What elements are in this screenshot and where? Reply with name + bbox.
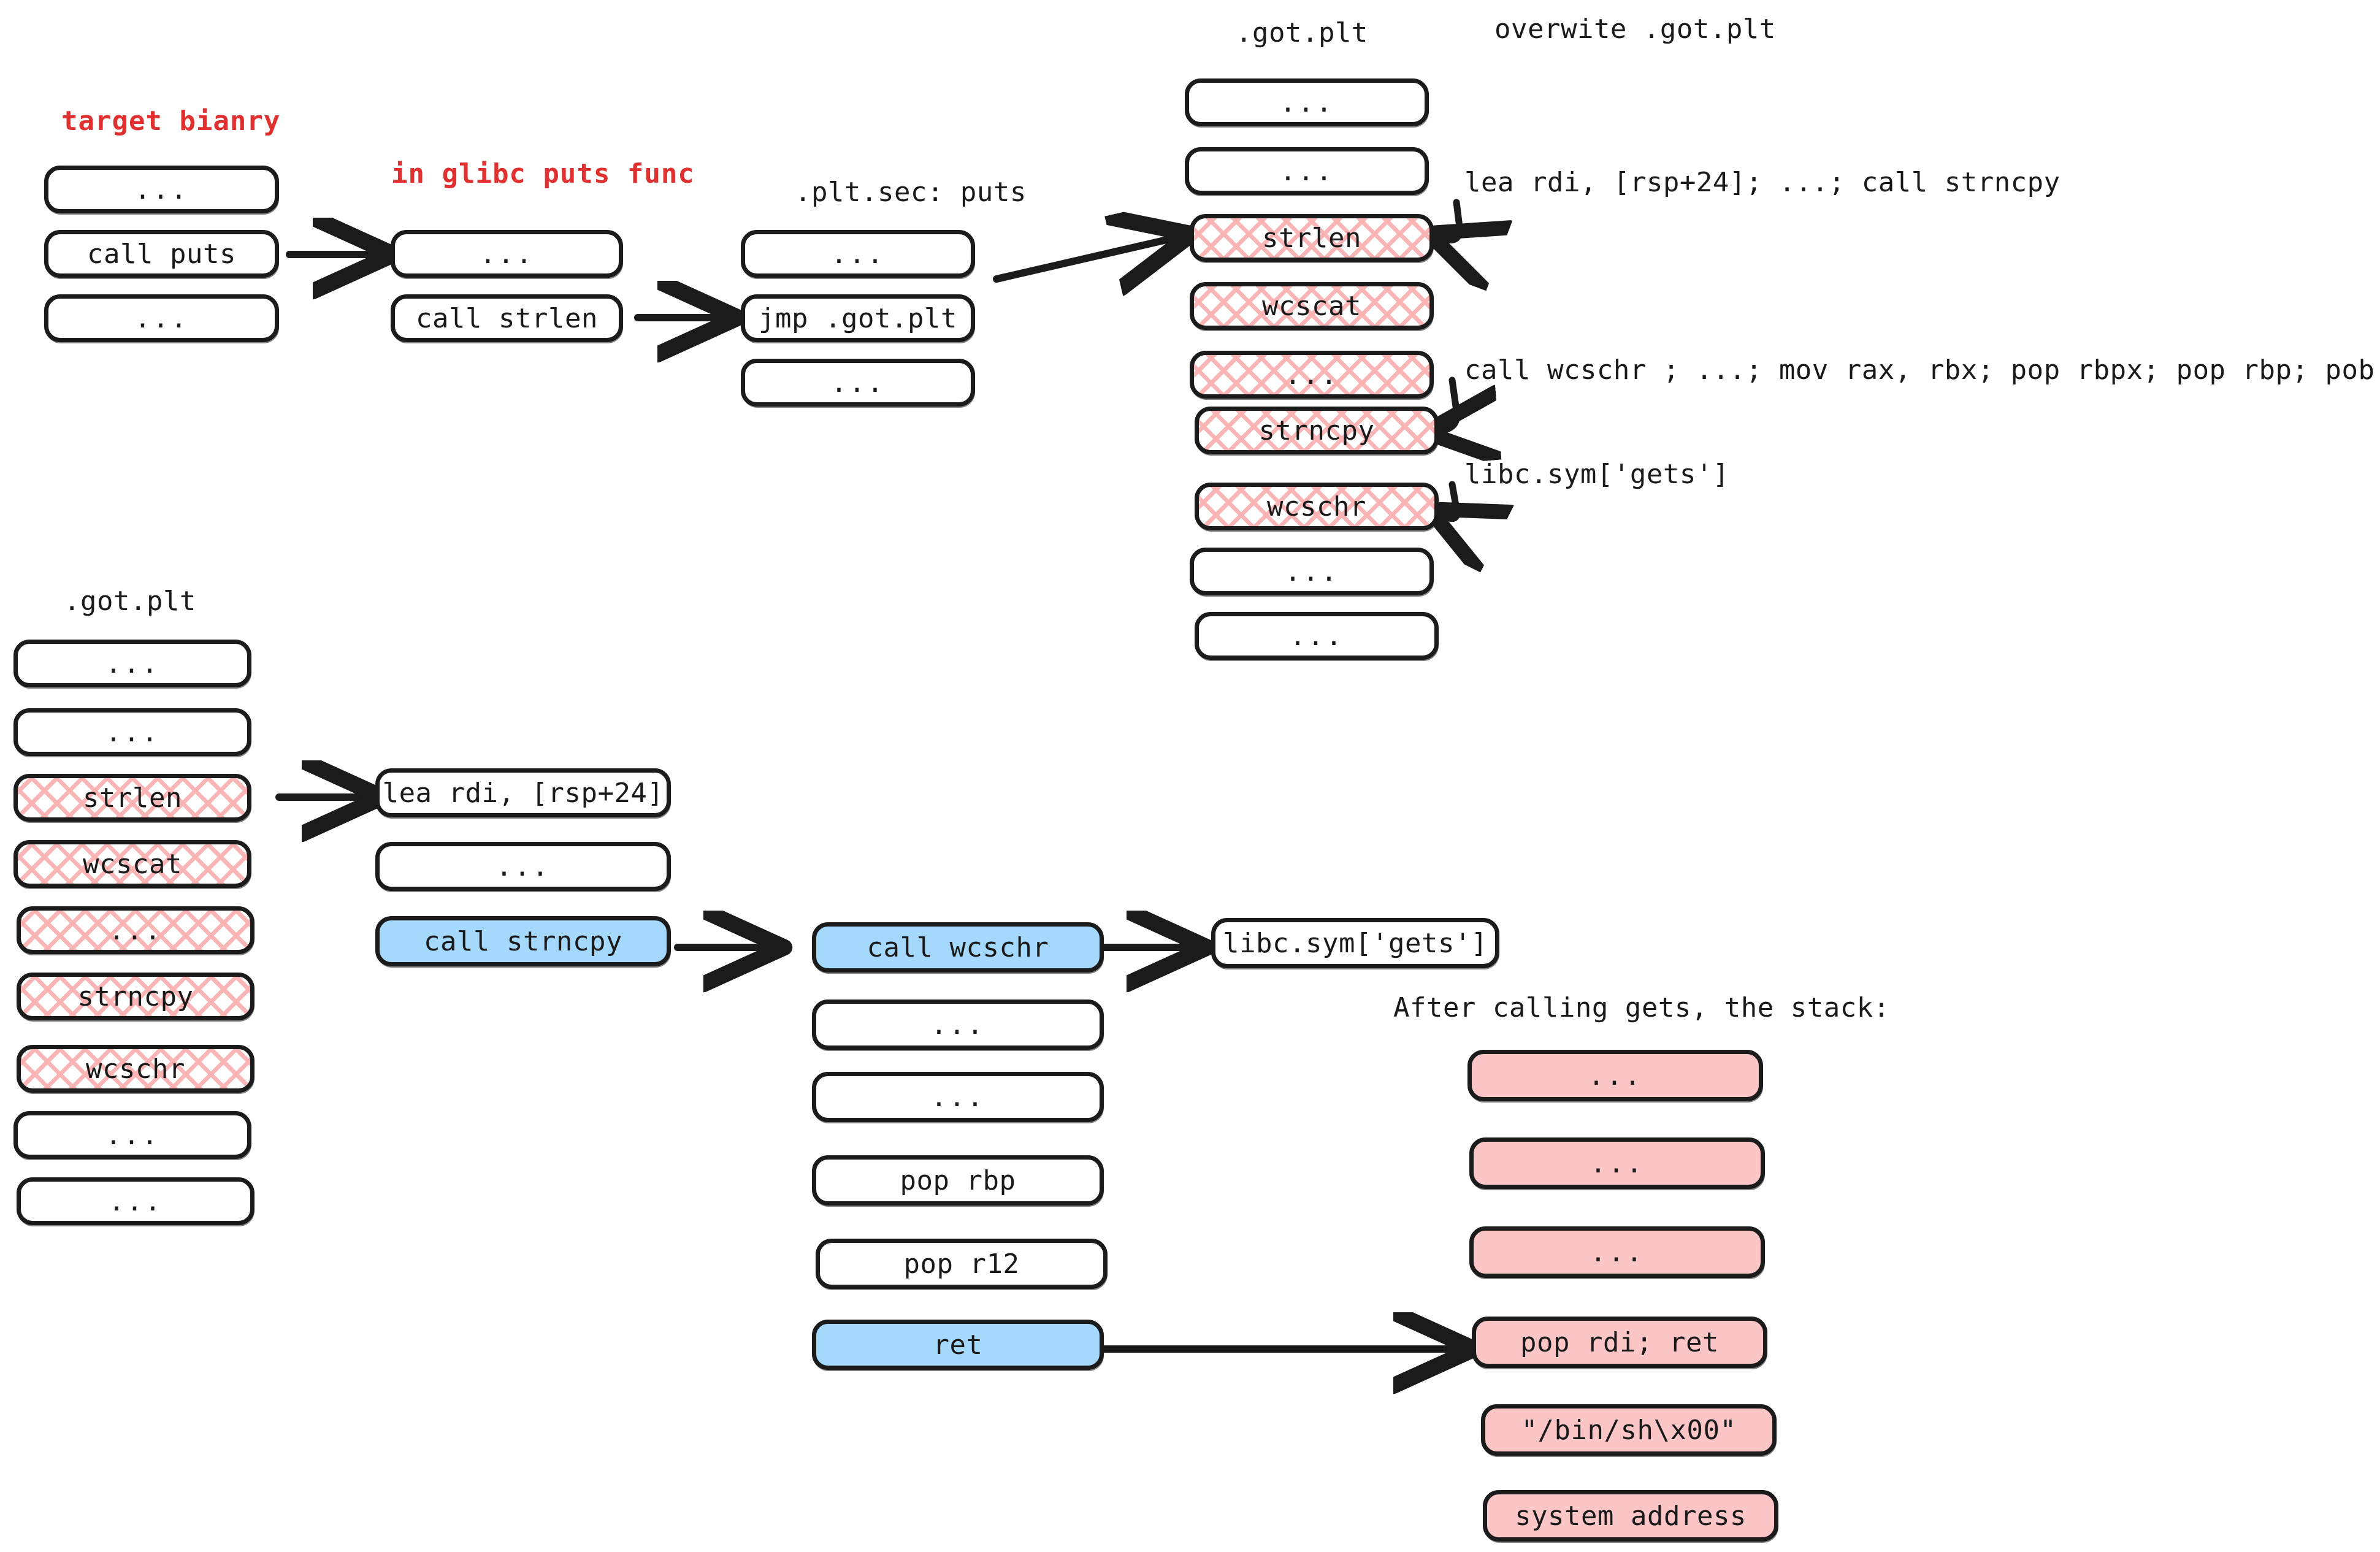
got-plt-top-row-ellipsis[interactable]: ... [1190,351,1434,399]
stack-row-1[interactable]: ... [1469,1137,1765,1189]
row-text: ... [105,648,160,679]
got-plt-bottom-row-8[interactable]: ... [17,1177,254,1225]
got-plt-bottom-row-0[interactable]: ... [13,640,251,687]
strncpy-gadget-row-pop-rbp[interactable]: pop rbp [812,1155,1104,1206]
arrow-wcschr-annot-to-strncpy [1438,377,1457,431]
row-text: ... [830,238,886,270]
row-text: wcschr [86,1053,185,1085]
row-text: ... [1279,86,1334,118]
glibc-puts-row-1[interactable]: call strlen [391,294,623,342]
glibc-puts-row-0[interactable]: ... [391,230,623,278]
row-text: ... [134,174,189,205]
row-text: strlen [1262,222,1361,254]
stack-row-pop-rdi-ret[interactable]: pop rdi; ret [1472,1317,1767,1368]
row-text: ... [930,1009,985,1041]
annotation-call-wcschr-chain: call wcschr ; ...; mov rax, rbx; pop rbp… [1464,354,2380,386]
strlen-gadget-row-call-strncpy[interactable]: call strncpy [375,916,671,966]
got-plt-bottom-row-strlen[interactable]: strlen [13,774,251,822]
row-text: strncpy [77,981,194,1012]
label-got-plt-top: .got.plt [1236,17,1368,48]
got-plt-top-row-strlen[interactable]: strlen [1190,214,1434,262]
row-text: ... [134,302,189,334]
label-got-plt-bottom: .got.plt [64,586,196,617]
row-text: ... [830,367,886,399]
arrow-gets-annot-to-wcschr [1441,481,1457,519]
strncpy-gadget-row-ret[interactable]: ret [812,1320,1104,1370]
got-plt-top-row-8[interactable]: ... [1195,612,1439,660]
row-text: wcschr [1267,491,1366,522]
got-plt-bottom-row-1[interactable]: ... [13,708,251,756]
strlen-gadget-row-lea[interactable]: lea rdi, [rsp+24] [375,768,671,817]
got-plt-top-row-strncpy[interactable]: strncpy [1195,407,1439,454]
row-text: wcscat [1262,290,1361,322]
row-text: call puts [87,238,236,270]
got-plt-bottom-row-wcschr[interactable]: wcschr [17,1045,254,1093]
row-text: ... [1289,620,1344,652]
stack-row-2[interactable]: ... [1469,1226,1765,1278]
target-binary-row-2[interactable]: ... [44,294,279,342]
target-binary-row-1[interactable]: call puts [44,230,279,278]
got-plt-top-row-0[interactable]: ... [1185,78,1429,126]
got-plt-bottom-row-7[interactable]: ... [13,1111,251,1159]
arrow-jmp-to-strlen [993,237,1177,279]
row-text: ... [105,1119,160,1151]
annotation-lea-strncpy: lea rdi, [rsp+24]; ...; call strncpy [1464,167,2060,198]
row-text: strlen [83,782,182,814]
got-plt-top-row-7[interactable]: ... [1190,548,1434,595]
row-text: ... [108,1185,163,1217]
row-text: strncpy [1258,415,1375,446]
label-overwite-got-plt: overwite .got.plt [1494,13,1776,45]
got-plt-top-row-wcschr[interactable]: wcschr [1195,483,1439,530]
stack-row-0[interactable]: ... [1467,1050,1763,1101]
stack-row-system-address[interactable]: system address [1483,1490,1778,1542]
row-text: ... [1590,1236,1645,1268]
label-plt-sec-puts: .plt.sec: puts [795,177,1027,208]
row-text: ... [1284,359,1339,391]
row-text: ... [1588,1060,1643,1091]
strncpy-gadget-row-2[interactable]: ... [812,1072,1104,1122]
got-plt-top-row-1[interactable]: ... [1185,147,1429,195]
strncpy-gadget-row-1[interactable]: ... [812,1000,1104,1050]
row-text: ... [108,914,163,946]
row-text: lea rdi, [rsp+24] [382,777,664,809]
got-plt-bottom-row-strncpy[interactable]: strncpy [17,973,254,1020]
target-binary-row-0[interactable]: ... [44,166,279,213]
row-text: ... [480,238,534,270]
row-text: "/bin/sh\x00" [1521,1414,1737,1446]
row-text: ... [105,716,160,748]
strncpy-gadget-row-pop-r12[interactable]: pop r12 [816,1239,1108,1289]
row-text: call wcschr [867,931,1049,963]
row-text: ... [1279,155,1334,187]
row-text: libc.sym['gets'] [1223,927,1488,959]
plt-sec-row-1[interactable]: jmp .got.plt [741,294,975,342]
arrow-lea-annot-to-strlen [1441,199,1460,240]
row-text: call strncpy [424,925,622,957]
row-text: wcscat [83,848,182,880]
row-text: system address [1515,1500,1747,1532]
row-text: ... [1284,556,1339,587]
row-text: ... [930,1081,985,1113]
label-in-glibc-puts-func: in glibc puts func [391,158,695,189]
annotation-libc-sym-gets: libc.sym['gets'] [1464,459,1729,490]
row-text: pop rdi; ret [1520,1326,1719,1358]
row-text: call strlen [416,302,598,334]
plt-sec-row-0[interactable]: ... [741,230,975,278]
label-after-calling-gets: After calling gets, the stack: [1393,992,1890,1023]
got-plt-top-row-wcscat[interactable]: wcscat [1190,282,1434,330]
row-text: pop r12 [903,1248,1020,1280]
got-plt-bottom-row-wcscat[interactable]: wcscat [13,840,251,888]
row-text: ... [496,851,551,882]
stack-row-binsh[interactable]: "/bin/sh\x00" [1481,1404,1777,1456]
label-target-binary: target bianry [61,105,281,137]
plt-sec-row-2[interactable]: ... [741,359,975,407]
row-text: ... [1590,1147,1645,1179]
wcschr-target-libc-sym-gets[interactable]: libc.sym['gets'] [1211,918,1499,968]
row-text: pop rbp [900,1164,1016,1196]
got-plt-bottom-row-ellipsis[interactable]: ... [17,906,254,954]
strncpy-gadget-row-call-wcschr[interactable]: call wcschr [812,922,1104,973]
row-text: ret [933,1329,983,1361]
row-text: jmp .got.plt [759,302,957,334]
strlen-gadget-row-ellipsis[interactable]: ... [375,842,671,891]
